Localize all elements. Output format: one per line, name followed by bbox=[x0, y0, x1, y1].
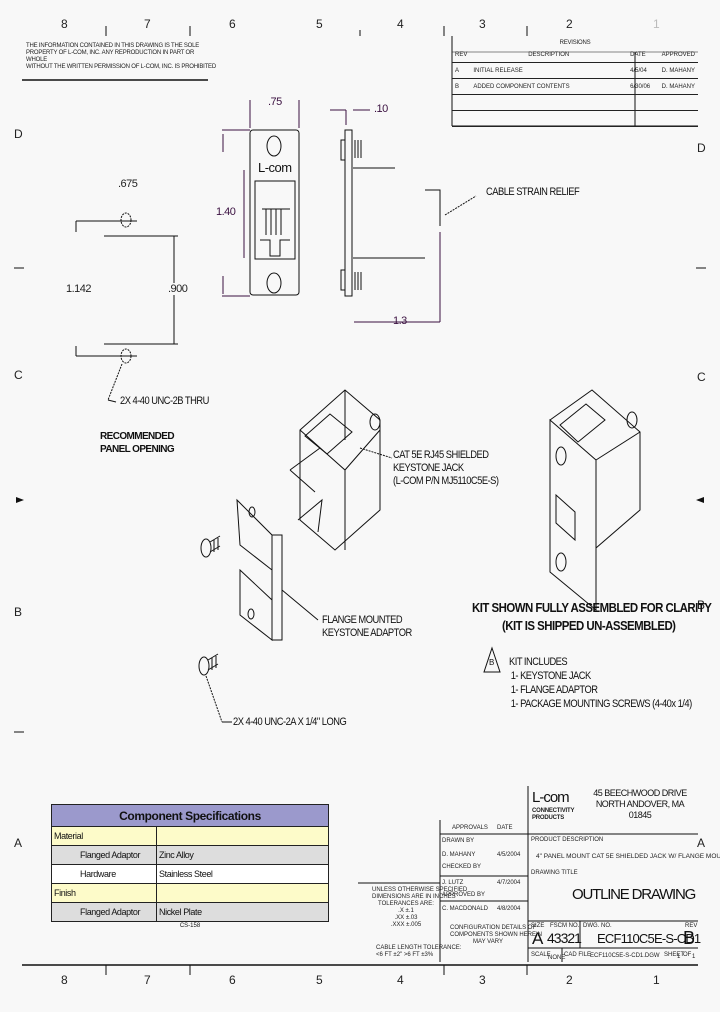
zone-left-d: D bbox=[14, 127, 23, 141]
callout-panel-thread: 2X 4-40 UNC-2B THRU bbox=[120, 395, 209, 407]
company-logo-sub: CONNECTIVITY PRODUCTS bbox=[532, 808, 575, 821]
company-address: 45 BEECHWOOD DRIVE NORTH ANDOVER, MA 018… bbox=[593, 788, 687, 820]
fscm-number: 43321 bbox=[547, 930, 582, 946]
zone-left-c: C bbox=[14, 368, 23, 382]
dim-front-height: 1.40 bbox=[216, 206, 236, 218]
specs-title: Component Specifications bbox=[51, 804, 329, 827]
zone-bottom-4: 4 bbox=[397, 973, 404, 987]
callout-keystone-jack: CAT 5E RJ45 SHIELDED KEYSTONE JACK (L-CO… bbox=[393, 449, 499, 487]
scale-label: SCALE bbox=[531, 952, 551, 958]
revision-row bbox=[452, 94, 698, 111]
dim-side-depth: 1.3 bbox=[393, 315, 407, 327]
zone-top-2: 2 bbox=[566, 17, 573, 31]
specs-table: Component Specifications Material Flange… bbox=[51, 804, 329, 922]
revisions-block: REVISIONS REV DESCRIPTION DATE APPROVED … bbox=[452, 40, 698, 127]
zone-bottom-1: 1 bbox=[653, 973, 660, 987]
company-logo: L-com bbox=[532, 789, 570, 806]
zone-right-b: B bbox=[697, 598, 706, 612]
zone-top-8: 8 bbox=[61, 17, 68, 31]
revision-row bbox=[452, 110, 698, 127]
product-description-label: PRODUCT DESCRIPTION bbox=[531, 837, 604, 843]
dim-panel-height: 1.142 bbox=[66, 283, 92, 295]
front-logo: L-com bbox=[258, 160, 292, 175]
approved-date: 4/8/2004 bbox=[497, 906, 521, 912]
zone-bottom-8: 8 bbox=[61, 973, 68, 987]
revisions-table: REV DESCRIPTION DATE APPROVED A INITIAL … bbox=[452, 47, 698, 127]
dim-hole-spacing-x: .675 bbox=[118, 178, 138, 190]
component-specs: Component Specifications Material Flange… bbox=[51, 804, 329, 929]
sheet-label: SHEET bbox=[664, 952, 685, 958]
spec-row: Flanged Adaptor Zinc Alloy bbox=[51, 845, 329, 865]
kit-includes-list: KIT INCLUDES 1- KEYSTONE JACK 1- FLANGE … bbox=[509, 656, 692, 710]
recommended-panel-label: RECOMMENDED PANEL OPENING bbox=[100, 431, 175, 455]
sheet-of-label: OF bbox=[683, 952, 692, 958]
checked-date: 4/7/2004 bbox=[497, 880, 521, 886]
size-value: A bbox=[532, 929, 544, 948]
sheet-number: 1 bbox=[677, 954, 681, 960]
revisions-header-row: REV DESCRIPTION DATE APPROVED bbox=[452, 47, 698, 63]
zone-top-6: 6 bbox=[229, 17, 236, 31]
spec-category-row: Finish bbox=[51, 883, 329, 903]
checked-by: J. LUTZ bbox=[442, 880, 464, 886]
zone-bottom-6: 6 bbox=[229, 973, 236, 987]
approved-by-label: APPROVED BY bbox=[442, 892, 486, 898]
checked-by-label: CHECKED BY bbox=[442, 864, 482, 870]
rev-value: B bbox=[683, 928, 696, 948]
rev-flag-b: B bbox=[489, 658, 495, 667]
specs-footer-code: CS-158 bbox=[179, 923, 201, 929]
proprietary-notice: THE INFORMATION CONTAINED IN THIS DRAWIN… bbox=[26, 43, 216, 70]
cad-file: ECF110C5E-S-CD1.DGW bbox=[590, 953, 660, 959]
revisions-title: REVISIONS bbox=[559, 40, 591, 46]
zone-right-c: C bbox=[697, 370, 706, 384]
drawn-by-label: DRAWN BY bbox=[442, 838, 475, 844]
zone-top-3: 3 bbox=[479, 17, 486, 31]
callout-screws: 2X 4-40 UNC-2A X 1/4" LONG bbox=[233, 716, 347, 728]
zone-bottom-2: 2 bbox=[566, 973, 573, 987]
zone-left-b: B bbox=[14, 605, 23, 619]
dim-side-thickness: .10 bbox=[374, 103, 388, 115]
callout-flange-adaptor: FLANGE MOUNTED KEYSTONE ADAPTOR bbox=[322, 614, 412, 639]
zone-top-1: 1 bbox=[653, 17, 660, 31]
zone-bottom-7: 7 bbox=[144, 973, 151, 987]
drawing-title: OUTLINE DRAWING bbox=[572, 886, 696, 903]
dwg-number: ECF110C5E-S-CD1 bbox=[597, 931, 701, 946]
spec-category-row: Material bbox=[51, 826, 329, 846]
callout-cable-strain-relief: CABLE STRAIN RELIEF bbox=[486, 186, 580, 198]
dwg-no-label: DWG. NO. bbox=[583, 923, 612, 929]
zone-left-a: A bbox=[14, 836, 23, 850]
approvals-date-header: DATE bbox=[497, 825, 513, 831]
zone-top-7: 7 bbox=[144, 17, 151, 31]
drawn-by: D. MAHANY bbox=[442, 852, 476, 858]
rev-label: REV bbox=[685, 923, 698, 929]
kit-note-line2: (KIT IS SHIPPED UN-ASSEMBLED) bbox=[502, 618, 676, 633]
drawing-title-label: DRAWING TITLE bbox=[531, 870, 578, 876]
revision-row: B ADDED COMPONENT CONTENTS 6/30/06 D. MA… bbox=[452, 78, 698, 95]
cad-file-label: CAD FILE bbox=[564, 952, 592, 958]
zone-bottom-3: 3 bbox=[479, 973, 486, 987]
dim-hole-spacing-y: .900 bbox=[168, 283, 188, 295]
config-note: CONFIGURATION DETAILS OF COMPONENTS SHOW… bbox=[450, 925, 543, 945]
scale-value: NONE bbox=[548, 955, 566, 961]
dim-front-width: .75 bbox=[268, 96, 282, 108]
zone-top-5: 5 bbox=[316, 17, 323, 31]
approvals-header: APPROVALS bbox=[452, 825, 488, 831]
cable-tolerance: CABLE LENGTH TOLERANCE: <6 FT ±2" >6 FT … bbox=[376, 945, 462, 958]
drawn-date: 4/5/2004 bbox=[497, 852, 521, 858]
zone-top-4: 4 bbox=[397, 17, 404, 31]
zone-bottom-5: 5 bbox=[316, 973, 323, 987]
tolerance-note: UNLESS OTHERWISE SPECIFIED DIMENSIONS AR… bbox=[372, 887, 468, 928]
product-description: 4" PANEL MOUNT CAT 5E SHIELDED JACK W/ F… bbox=[536, 853, 720, 860]
sheet-total: 1 bbox=[692, 954, 696, 960]
zone-right-a: A bbox=[697, 836, 706, 850]
fscm-label: FSCM NO. bbox=[550, 923, 580, 929]
size-label: SIZE bbox=[531, 923, 545, 929]
zone-right-d: D bbox=[697, 141, 706, 155]
kit-note-line1: KIT SHOWN FULLY ASSEMBLED FOR CLARITY bbox=[472, 600, 712, 615]
approved-by: C. MACDONALD bbox=[442, 906, 489, 912]
spec-row: Hardware Stainless Steel bbox=[51, 864, 329, 884]
revision-row: A INITIAL RELEASE 4/5/04 D. MAHANY bbox=[452, 62, 698, 79]
spec-row: Flanged Adaptor Nickel Plate bbox=[51, 902, 329, 922]
